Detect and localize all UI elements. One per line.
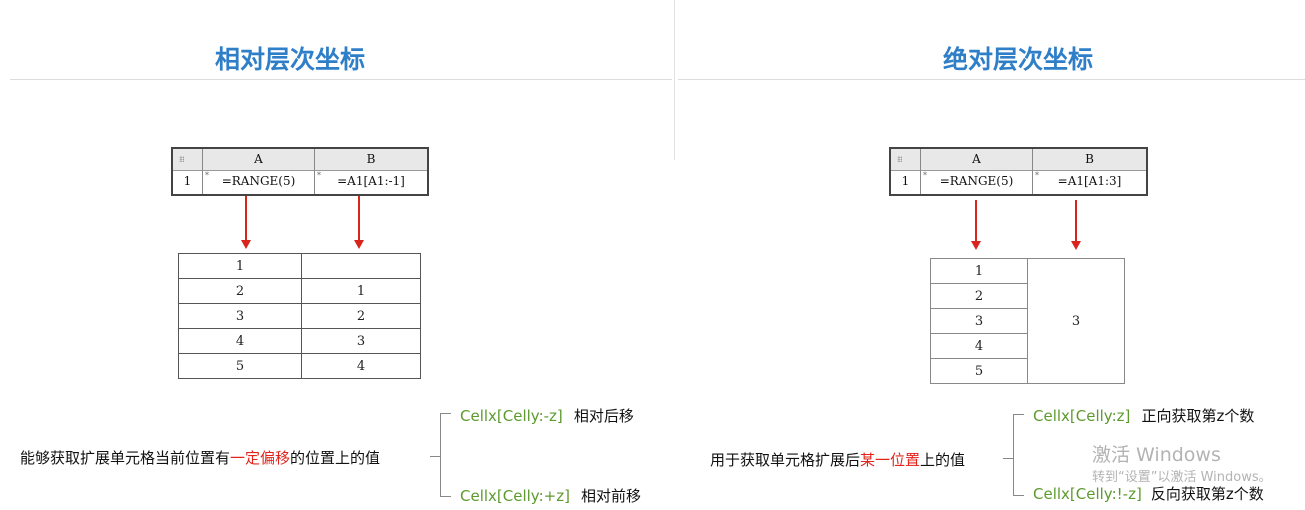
arrow-b	[1075, 200, 1077, 242]
cell-a1-formula[interactable]: =RANGE(5)	[221, 174, 296, 188]
merged-cell: 3	[1027, 258, 1125, 384]
column-header-row	[891, 149, 1146, 171]
cell-corner-icon: *	[205, 171, 209, 180]
left-item-2: Cellx[Celly:+z] 相对前移	[460, 487, 642, 505]
left-description: 能够获取扩展单元格当前位置有一定偏移的位置上的值	[20, 449, 381, 467]
column-header-b: B	[1085, 152, 1094, 166]
arrow-b	[358, 196, 360, 241]
arrow-down-icon	[1071, 241, 1081, 250]
arrow-a	[245, 196, 247, 241]
column-header-a: A	[254, 152, 263, 166]
arrow-down-icon	[241, 240, 251, 249]
table-cell: 4	[301, 353, 421, 379]
table-cell: 1	[178, 253, 302, 279]
cell-b1-formula[interactable]: =A1[A1:3]	[1057, 174, 1122, 188]
table-cell: 5	[178, 353, 302, 379]
table-cell	[301, 253, 421, 279]
table-cell: 1	[301, 278, 421, 304]
table-cell: 2	[930, 283, 1028, 309]
table-cell: 3	[301, 328, 421, 354]
left-brace	[440, 413, 451, 497]
left-panel-title: 相对层次坐标	[214, 45, 365, 74]
table-cell: 1	[930, 258, 1028, 284]
cell-corner-icon: *	[1035, 171, 1039, 180]
column-header-row	[173, 149, 427, 171]
arrow-down-icon	[971, 241, 981, 250]
right-brace	[1013, 414, 1024, 496]
sheet-grip-icon: ⁝⁝⁝	[179, 155, 185, 164]
cell-corner-icon: *	[923, 171, 927, 180]
cell-corner-icon: *	[317, 171, 321, 180]
code-forward: Cellx[Celly:+z]	[460, 487, 570, 505]
code-reverse-index: Cellx[Celly:!-z]	[1033, 485, 1142, 503]
right-title-rule	[678, 79, 1305, 80]
left-title-rule	[10, 79, 672, 80]
sheet-grip-icon: ⁝⁝⁝	[897, 155, 903, 164]
arrow-down-icon	[354, 240, 364, 249]
table-cell: 3	[930, 308, 1028, 334]
left-spreadsheet: ⁝⁝⁝ A B 1 * * =RANGE(5) =A1[A1:-1]	[171, 147, 429, 196]
table-cell: 4	[930, 333, 1028, 359]
left-item-1: Cellx[Celly:-z] 相对后移	[460, 407, 634, 425]
right-item-2: Cellx[Celly:!-z] 反向获取第z个数	[1033, 485, 1264, 503]
table-cell: 2	[178, 278, 302, 304]
right-panel-title: 绝对层次坐标	[942, 45, 1093, 74]
cell-b1-formula[interactable]: =A1[A1:-1]	[337, 174, 405, 188]
table-cell: 5	[930, 358, 1028, 384]
cell-a1-formula[interactable]: =RANGE(5)	[939, 174, 1014, 188]
right-spreadsheet: ⁝⁝⁝ A B 1 * * =RANGE(5) =A1[A1:3]	[889, 147, 1148, 196]
table-row: 1	[178, 253, 421, 279]
center-divider	[674, 0, 675, 160]
table-row: 3	[930, 308, 1125, 334]
right-connector	[1003, 458, 1013, 459]
row-number: 1	[183, 174, 192, 188]
column-header-a: A	[972, 152, 981, 166]
arrow-a	[975, 200, 977, 242]
column-header-b: B	[366, 152, 376, 166]
right-item-1: Cellx[Celly:z] 正向获取第z个数	[1033, 407, 1255, 425]
left-connector	[430, 456, 440, 457]
activation-watermark-title: 激活 Windows	[1092, 444, 1221, 466]
highlight-position: 某一位置	[860, 451, 921, 469]
code-forward-index: Cellx[Celly:z]	[1033, 407, 1131, 425]
right-description: 用于获取单元格扩展后某一位置上的值	[710, 451, 966, 469]
table-row: 5	[930, 358, 1125, 384]
activation-watermark-subtitle: 转到“设置”以激活 Windows。	[1092, 470, 1272, 485]
table-cell: 3	[178, 303, 302, 329]
row-number: 1	[901, 174, 910, 188]
code-backward: Cellx[Celly:-z]	[460, 407, 563, 425]
table-cell: 2	[301, 303, 421, 329]
highlight-offset: 一定偏移	[230, 449, 291, 467]
table-cell: 4	[178, 328, 302, 354]
